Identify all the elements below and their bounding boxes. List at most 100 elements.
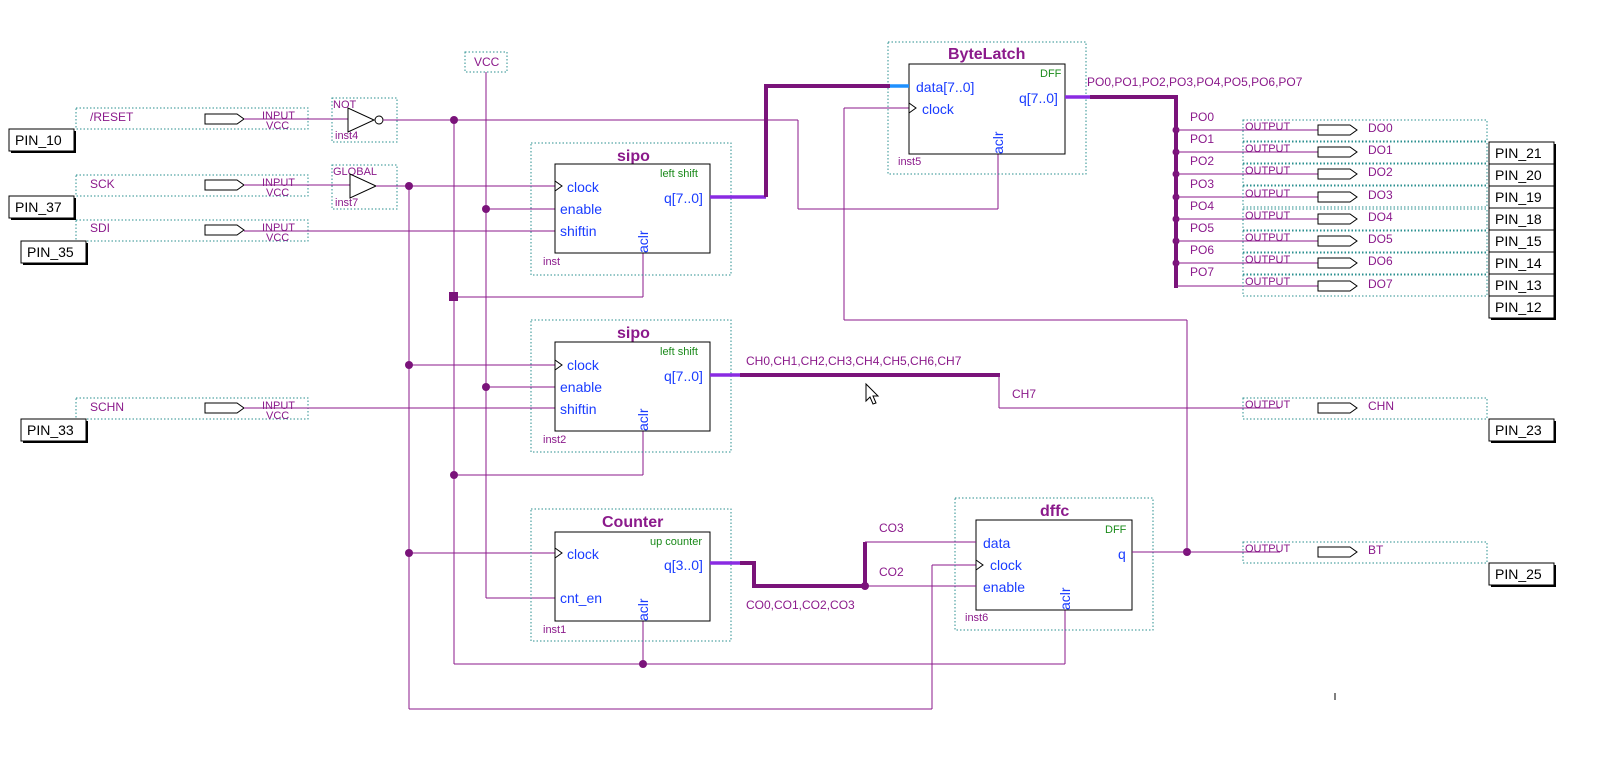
output-do4[interactable]: OUTPUT DO4 — [1242, 208, 1488, 231]
svg-text:BT: BT — [1368, 543, 1384, 557]
input-sdi[interactable]: SDI INPUT VCC — [75, 219, 555, 244]
output-do5[interactable]: OUTPUT DO5 — [1242, 230, 1488, 253]
svg-text:enable: enable — [983, 579, 1025, 595]
svg-text:clock: clock — [922, 101, 955, 117]
svg-text:enable: enable — [560, 379, 602, 395]
pin-12-label: PIN_12 — [1488, 295, 1556, 320]
svg-text:INPUT: INPUT — [262, 177, 295, 189]
svg-text:Counter: Counter — [602, 514, 663, 531]
svg-text:aclr: aclr — [635, 408, 651, 431]
input-sck[interactable]: SCK INPUT VCC — [75, 174, 350, 199]
output-do3[interactable]: OUTPUT DO3 — [1242, 185, 1488, 208]
svg-text:SCHN: SCHN — [90, 400, 124, 414]
svg-text:PIN_19: PIN_19 — [1495, 189, 1542, 205]
svg-text:inst5: inst5 — [898, 156, 921, 168]
svg-text:PIN_14: PIN_14 — [1495, 255, 1542, 271]
svg-text:PO0: PO0 — [1190, 110, 1214, 124]
svg-text:SCK: SCK — [90, 177, 115, 191]
svg-text:DFF: DFF — [1040, 68, 1062, 80]
svg-text:DO1: DO1 — [1368, 143, 1393, 157]
svg-text:PIN_25: PIN_25 — [1495, 566, 1542, 582]
pin-14-label: PIN_14 — [1488, 251, 1556, 276]
svg-text:DO3: DO3 — [1368, 188, 1393, 202]
svg-text:shiftin: shiftin — [560, 223, 597, 239]
svg-text:OUTPUT: OUTPUT — [1245, 543, 1291, 555]
svg-text:CHN: CHN — [1368, 399, 1394, 413]
counter-block[interactable]: Counter up counter clock cnt_en q[3..0] … — [530, 508, 732, 642]
pin-13-label: PIN_13 — [1488, 273, 1556, 298]
svg-text:PO5: PO5 — [1190, 221, 1214, 235]
output-do6[interactable]: OUTPUT DO6 — [1242, 252, 1488, 275]
svg-text:q[7..0]: q[7..0] — [664, 368, 703, 384]
svg-text:OUTPUT: OUTPUT — [1245, 254, 1291, 266]
svg-text:OUTPUT: OUTPUT — [1245, 143, 1291, 155]
svg-text:PIN_21: PIN_21 — [1495, 145, 1542, 161]
dffc-block[interactable]: dffc DFF data clock enable q aclr inst6 — [954, 497, 1154, 631]
svg-text:PO6: PO6 — [1190, 243, 1214, 257]
sipo2-block[interactable]: sipo left shift clock enable shiftin q[7… — [530, 319, 732, 453]
svg-text:OUTPUT: OUTPUT — [1245, 121, 1291, 133]
po-bus — [1090, 95, 1178, 288]
pin-18-label: PIN_18 — [1488, 207, 1556, 232]
vcc-frame — [464, 51, 508, 73]
pin-10-label: PIN_10 — [8, 128, 76, 153]
svg-text:data: data — [983, 535, 1010, 551]
svg-text:DO6: DO6 — [1368, 254, 1393, 268]
sipo1-block[interactable]: sipo left shift clock enable shiftin q[7… — [530, 142, 732, 276]
svg-text:VCC: VCC — [266, 410, 289, 422]
global-buffer[interactable]: GLOBAL inst7 — [331, 164, 564, 210]
svg-text:PO4: PO4 — [1190, 199, 1214, 213]
output-do2[interactable]: OUTPUT DO2 — [1242, 163, 1488, 186]
svg-text:DO0: DO0 — [1368, 121, 1393, 135]
svg-text:inst: inst — [543, 256, 560, 268]
input-schn[interactable]: SCHN INPUT VCC — [75, 397, 555, 422]
svg-text:left shift: left shift — [660, 168, 698, 180]
vcc-label: VCC — [474, 55, 500, 69]
sipo1-to-latch-bus — [764, 84, 890, 197]
pin-20-label: PIN_20 — [1488, 163, 1556, 188]
svg-text:GLOBAL: GLOBAL — [333, 166, 377, 178]
svg-text:aclr: aclr — [635, 230, 651, 253]
svg-text:PIN_13: PIN_13 — [1495, 277, 1542, 293]
pin-35-label: PIN_35 — [20, 240, 88, 265]
output-chn[interactable]: OUTPUT CHN — [1242, 397, 1488, 420]
svg-text:cnt_en: cnt_en — [560, 590, 602, 606]
co-bus — [740, 561, 865, 588]
svg-text:aclr: aclr — [635, 598, 651, 621]
bytelatch-block[interactable]: ByteLatch DFF data[7..0] clock q[7..0] a… — [887, 41, 1087, 175]
svg-text:PIN_15: PIN_15 — [1495, 233, 1542, 249]
svg-text:dffc: dffc — [1040, 503, 1069, 520]
svg-text:VCC: VCC — [266, 187, 289, 199]
svg-text:inst2: inst2 — [543, 434, 566, 446]
output-do1[interactable]: OUTPUT DO1 — [1242, 141, 1488, 164]
svg-text:shiftin: shiftin — [560, 401, 597, 417]
pin-33-label: PIN_33 — [20, 418, 88, 443]
ch7-label: CH7 — [1012, 387, 1036, 401]
input-reset[interactable]: /RESET INPUT VCC — [75, 107, 348, 132]
co2-label: CO2 — [879, 565, 904, 579]
output-bt[interactable]: OUTPUT BT — [1242, 541, 1488, 564]
ch-bus-label: CH0,CH1,CH2,CH3,CH4,CH5,CH6,CH7 — [746, 354, 962, 368]
svg-text:clock: clock — [567, 179, 600, 195]
svg-text:DFF: DFF — [1105, 524, 1127, 536]
svg-text:OUTPUT: OUTPUT — [1245, 232, 1291, 244]
not-gate[interactable]: NOT inst4 — [331, 97, 798, 143]
output-do0[interactable]: OUTPUT DO0 — [1242, 119, 1488, 142]
po-tap: PO0 — [1172, 110, 1320, 134]
svg-text:PIN_23: PIN_23 — [1495, 422, 1542, 438]
po-taps: PO0 PO1 PO2 PO3 PO4 PO5 — [1172, 110, 1320, 287]
svg-text:inst7: inst7 — [335, 197, 358, 209]
po-tap: PO5 — [1172, 221, 1320, 245]
output-do7[interactable]: OUTPUT DO7 — [1242, 274, 1488, 297]
svg-text:aclr: aclr — [1057, 587, 1073, 610]
co3-label: CO3 — [879, 521, 904, 535]
svg-text:OUTPUT: OUTPUT — [1245, 165, 1291, 177]
svg-text:left shift: left shift — [660, 346, 698, 358]
svg-text:q[3..0]: q[3..0] — [664, 557, 703, 573]
pin-21-label: PIN_21 — [1488, 141, 1556, 166]
svg-text:clock: clock — [990, 557, 1023, 573]
svg-text:ByteLatch: ByteLatch — [948, 46, 1025, 63]
svg-text:DO7: DO7 — [1368, 277, 1393, 291]
svg-text:inst4: inst4 — [335, 130, 358, 142]
svg-text:sipo: sipo — [617, 148, 650, 165]
